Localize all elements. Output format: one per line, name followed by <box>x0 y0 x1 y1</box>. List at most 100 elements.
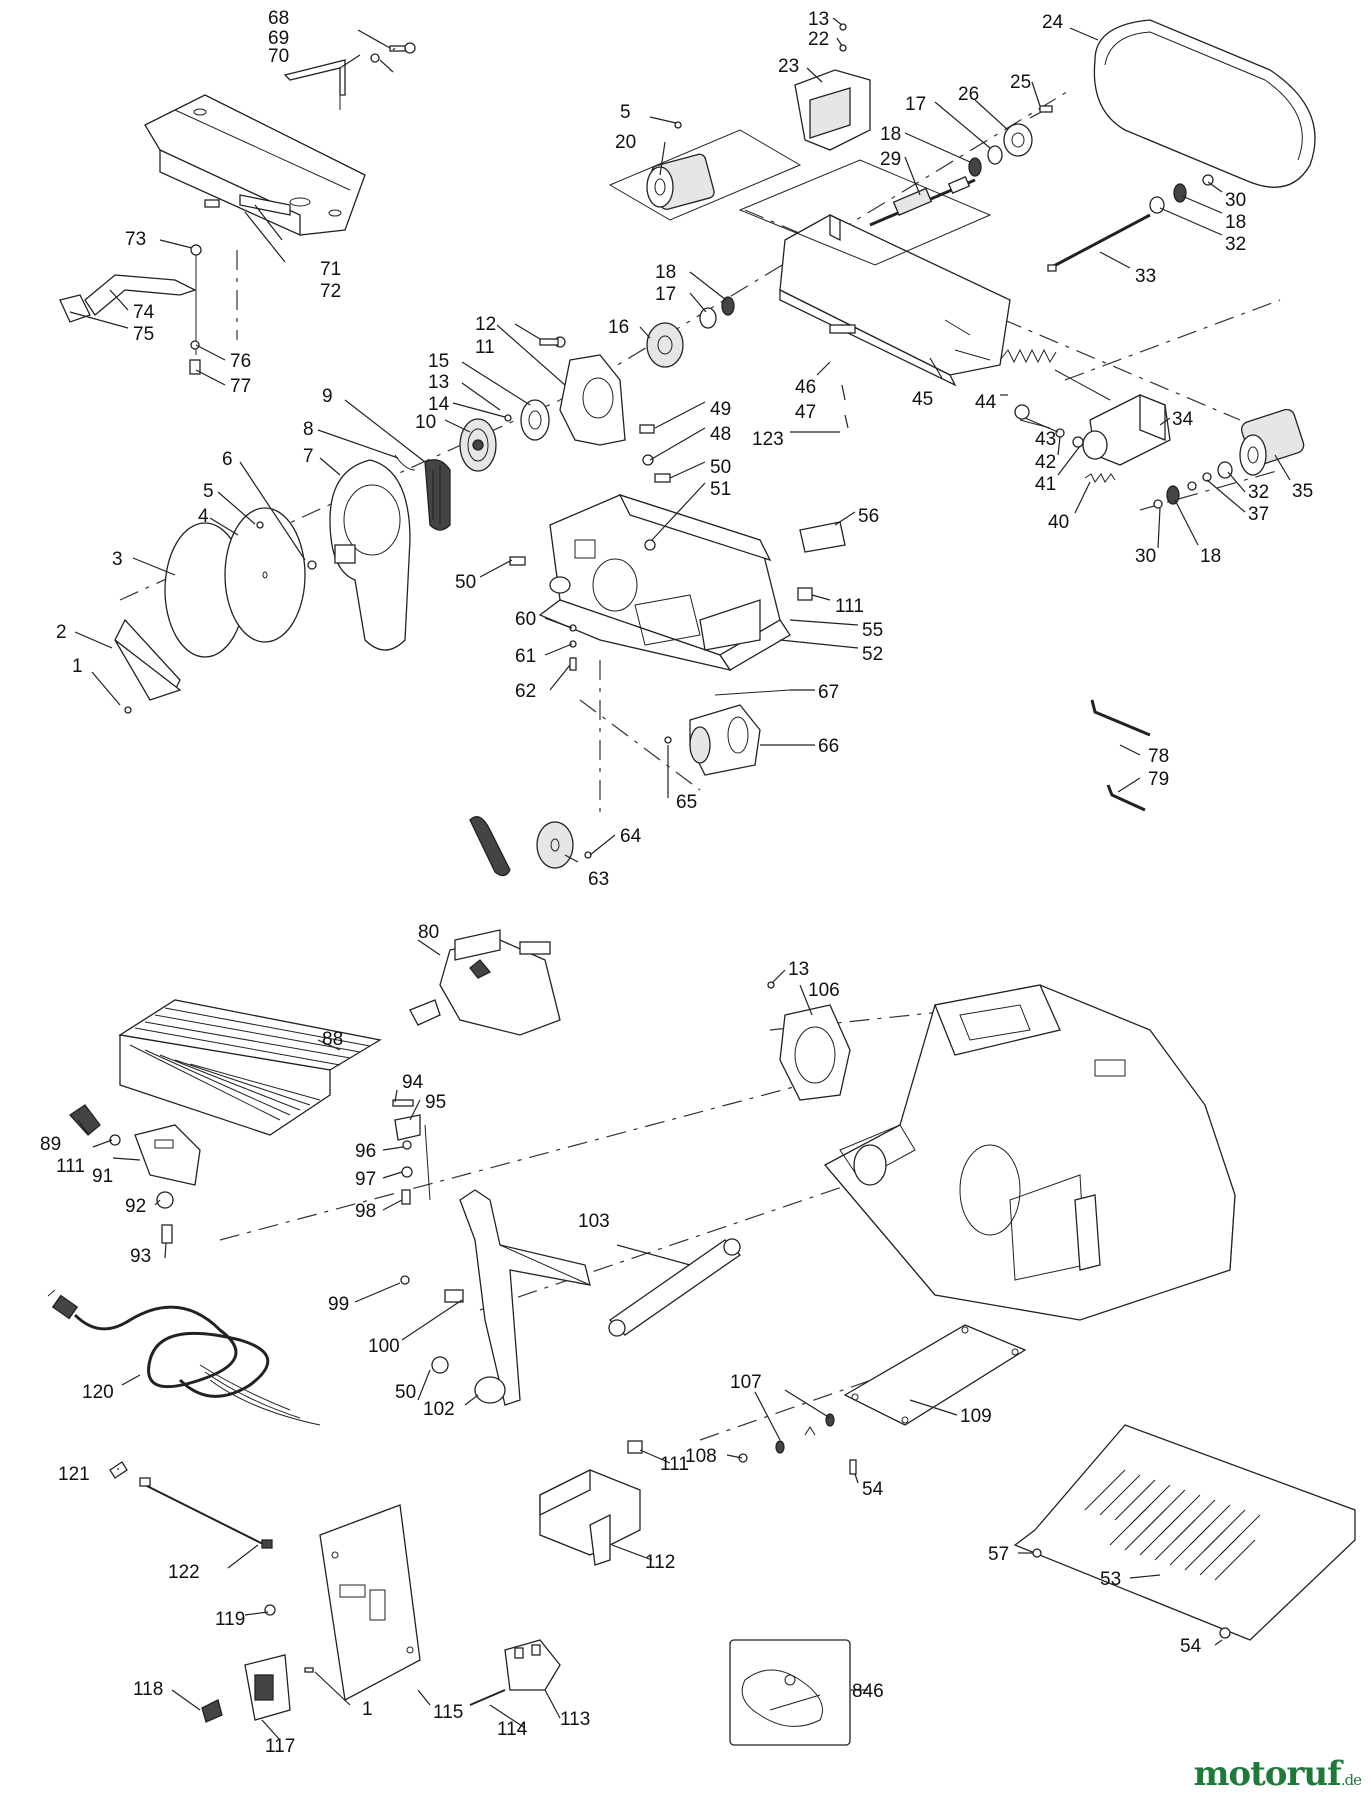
part-label-96: 96 <box>355 1141 376 1162</box>
part-label-67: 67 <box>818 682 839 703</box>
part-label-17: 17 <box>655 284 676 305</box>
part-label-22: 22 <box>808 29 829 50</box>
roller-panel <box>608 129 802 221</box>
part-label-46: 46 <box>795 377 816 398</box>
panel-115 <box>264 1504 421 1702</box>
miter-gauge-80 <box>409 929 561 1036</box>
part-label-50c: 50 <box>395 1382 416 1403</box>
part-label-7: 7 <box>303 446 314 467</box>
part-label-11: 11 <box>475 337 495 358</box>
part-label-107: 107 <box>730 1372 762 1393</box>
part-label-80: 80 <box>418 922 439 943</box>
part-label-73: 73 <box>125 229 146 250</box>
part-label-44: 44 <box>975 392 997 413</box>
motor-housing-52 <box>538 493 791 672</box>
part-label-53: 53 <box>1100 1569 1121 1590</box>
part-label-99: 99 <box>328 1294 349 1315</box>
part-label-64: 64 <box>620 826 642 847</box>
part-label-60: 60 <box>515 609 536 630</box>
part-label-111: 111 <box>835 596 864 617</box>
label-56 <box>799 521 846 553</box>
shaft-33 <box>1047 213 1151 272</box>
bearing-17b-18b <box>968 145 1003 177</box>
part-label-18d: 18 <box>1200 546 1221 567</box>
arm-panel <box>738 159 992 266</box>
part-label-14: 14 <box>428 394 450 415</box>
part-label-114: 114 <box>497 1719 528 1740</box>
part-label-45: 45 <box>912 389 933 410</box>
part-label-51: 51 <box>710 479 731 500</box>
part-label-77: 77 <box>230 376 251 397</box>
part-label-50b: 50 <box>455 572 476 593</box>
pulley-10 <box>459 418 497 472</box>
wire-122 <box>139 1477 273 1549</box>
base-assembly <box>823 984 1236 1321</box>
part-label-13c: 13 <box>788 959 809 980</box>
bottom-cover-53 <box>1013 1424 1356 1641</box>
idler-parts-30-32 <box>1149 174 1214 214</box>
part-label-117: 117 <box>265 1736 295 1757</box>
part-label-43: 43 <box>1035 429 1056 450</box>
part-label-23: 23 <box>778 56 799 77</box>
part-label-88: 88 <box>322 1029 343 1050</box>
part-label-115: 115 <box>433 1702 463 1723</box>
part-label-103: 103 <box>578 1211 610 1232</box>
part-label-119: 119 <box>215 1609 245 1630</box>
motor-cover-106 <box>767 981 851 1101</box>
bracket-70 <box>283 59 346 110</box>
part-label-106: 106 <box>808 980 840 1001</box>
part-label-52: 52 <box>862 644 883 665</box>
bearing-17-18 <box>699 296 735 329</box>
part-label-2: 2 <box>56 622 67 643</box>
part-label-113: 113 <box>560 1709 590 1730</box>
watermark-brand: motoruf <box>1193 1754 1341 1794</box>
part-label-18c: 18 <box>1225 212 1246 233</box>
screw-68 <box>370 42 416 63</box>
part-label-111b: 111 <box>56 1156 85 1177</box>
part-label-13: 13 <box>428 372 449 393</box>
part-label-12: 12 <box>475 314 496 335</box>
part-label-1: 1 <box>72 656 83 677</box>
guard-2 <box>114 618 182 714</box>
part-label-118: 118 <box>133 1679 163 1700</box>
motoruf-watermark: motoruf.de <box>1193 1754 1362 1794</box>
part-label-93: 93 <box>130 1246 151 1267</box>
part-label-112: 112 <box>645 1552 675 1573</box>
part-label-30: 30 <box>1225 190 1246 211</box>
part-label-100: 100 <box>368 1336 400 1357</box>
part-label-8: 8 <box>303 419 314 440</box>
part-label-32: 32 <box>1225 234 1246 255</box>
disc-plate-4 <box>224 507 306 643</box>
part-label-121: 121 <box>58 1464 90 1485</box>
part-label-111c: 111 <box>660 1454 689 1475</box>
part-label-97: 97 <box>355 1169 376 1190</box>
part-label-76: 76 <box>230 351 251 372</box>
washers-60-62 <box>569 624 577 671</box>
power-cord-120 <box>47 1289 321 1426</box>
shaft-25 <box>1029 105 1053 119</box>
part-label-4: 4 <box>198 506 209 527</box>
spring-40 <box>1084 473 1116 483</box>
part-label-5b: 5 <box>620 102 631 123</box>
part-label-74: 74 <box>133 302 155 323</box>
bolt-48-49 <box>639 424 655 466</box>
part-label-75: 75 <box>133 324 154 345</box>
part-label-98: 98 <box>355 1201 376 1222</box>
part-label-48: 48 <box>710 424 731 445</box>
part-label-69: 69 <box>268 28 289 49</box>
lever-74 <box>59 244 202 375</box>
disc-guard-7 <box>307 459 411 651</box>
part-label-37: 37 <box>1248 504 1269 525</box>
part-label-29: 29 <box>880 149 901 170</box>
part-label-1b: 1 <box>362 1699 373 1720</box>
part-label-15: 15 <box>428 351 449 372</box>
part-label-16: 16 <box>608 317 629 338</box>
part-label-26: 26 <box>958 84 979 105</box>
part-label-10: 10 <box>415 412 436 433</box>
part-label-9: 9 <box>322 386 333 407</box>
part-label-71: 71 <box>320 259 341 280</box>
rod-67 <box>714 689 791 696</box>
part-label-54: 54 <box>862 1479 884 1500</box>
part-label-50: 50 <box>710 457 731 478</box>
watermark-suffix: .de <box>1340 1771 1362 1789</box>
